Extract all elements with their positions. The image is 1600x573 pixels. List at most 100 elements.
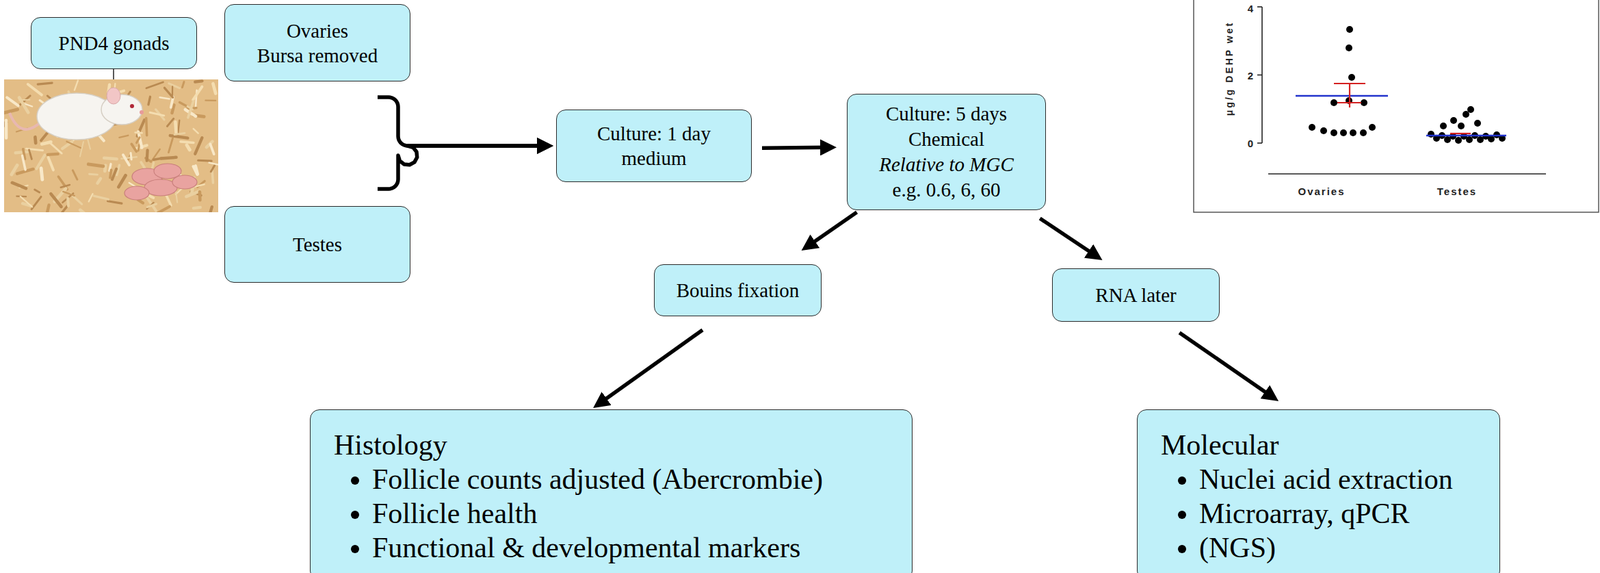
- wood-shaving: [149, 112, 165, 116]
- wood-shaving: [110, 169, 112, 178]
- wood-shaving: [160, 157, 176, 159]
- mouse-tail: [9, 112, 42, 130]
- wood-shaving: [103, 158, 117, 160]
- wood-shaving: [198, 159, 212, 163]
- box-heading: Molecular: [1160, 427, 1486, 462]
- wood-shaving: [145, 118, 149, 136]
- wood-shaving: [28, 149, 32, 160]
- wood-shaving: [198, 191, 202, 200]
- connector-arrow: [599, 329, 703, 403]
- wood-shaving: [212, 83, 216, 94]
- wood-shaving: [41, 168, 43, 180]
- connector-arrow: [377, 145, 546, 189]
- x-axis: [1268, 173, 1546, 175]
- wood-shaving: [97, 178, 101, 184]
- wood-shaving: [175, 121, 176, 134]
- bullet-item: Nuclei acid extraction: [1199, 461, 1486, 496]
- bullet-list: Follicle counts adjusted (Abercrombie)Fo…: [333, 461, 899, 565]
- mouse-nose: [139, 110, 144, 115]
- bedding: [4, 79, 219, 213]
- wood-shaving: [107, 201, 122, 204]
- wood-shaving: [168, 83, 180, 89]
- bullet-item: Functional & developmental markers: [372, 530, 899, 565]
- wood-shaving: [168, 138, 173, 153]
- bullet-list: Nuclei acid extractionMicroarray, qPCR(N…: [1160, 461, 1486, 565]
- connector-arrow: [1039, 218, 1096, 256]
- wood-shaving: [72, 170, 77, 180]
- box-text: RNA later: [1095, 282, 1176, 308]
- tick-label: 2: [1247, 69, 1254, 81]
- wood-shaving: [80, 141, 84, 157]
- error-cap: [1333, 82, 1366, 85]
- box-text: Culture: 1 day: [597, 121, 711, 146]
- tissue-box: Testes: [224, 205, 411, 283]
- error-bar: [1348, 83, 1351, 108]
- wood-shaving: [153, 158, 163, 160]
- wood-shaving: [140, 162, 145, 169]
- wood-shaving: [146, 82, 163, 89]
- wood-shaving: [131, 143, 137, 152]
- wood-shaving: [22, 155, 26, 170]
- wood-shaving: [187, 106, 193, 110]
- median-line: [1337, 101, 1362, 104]
- box-text: Testes: [292, 231, 343, 257]
- wood-shaving: [180, 141, 194, 143]
- wood-shaving: [62, 191, 74, 196]
- wood-shaving: [135, 131, 143, 134]
- dot-plot-inset: [1193, 0, 1599, 213]
- mouse-photo: [4, 79, 219, 213]
- wood-shaving: [50, 193, 61, 207]
- wood-shaving: [88, 164, 103, 167]
- wood-shaving: [188, 101, 194, 118]
- tick: [1257, 74, 1263, 76]
- tick-label: 0: [1247, 137, 1254, 150]
- wood-shaving: [41, 131, 48, 141]
- bullet-item: Follicle health: [372, 495, 899, 531]
- wood-shaving: [12, 182, 26, 189]
- category-label: Ovaries: [1297, 185, 1345, 198]
- wood-shaving: [210, 143, 214, 154]
- box-text: Culture: 5 days: [885, 101, 1007, 127]
- wood-shaving: [210, 165, 215, 172]
- wood-shaving: [47, 204, 50, 213]
- connector-arrow: [377, 97, 546, 146]
- axis-title: μg/g DEHP wet: [1223, 21, 1235, 116]
- box-heading: Histology: [333, 427, 899, 462]
- wood-shaving: [37, 82, 52, 85]
- wood-shaving: [6, 97, 19, 106]
- wood-shaving: [147, 203, 156, 208]
- wood-shaving: [209, 162, 219, 167]
- wood-shaving: [119, 135, 128, 138]
- wood-shaving: [20, 196, 33, 207]
- mouse-pup: [124, 186, 150, 200]
- mouse-pup: [172, 175, 198, 189]
- output-box: HistologyFollicle counts adjusted (Aberc…: [309, 409, 913, 573]
- bullet-item: Microarray, qPCR: [1199, 495, 1486, 531]
- wood-shaving: [19, 97, 29, 113]
- wood-shaving: [136, 137, 140, 143]
- category-label: Testes: [1437, 185, 1477, 198]
- wood-shaving: [33, 136, 38, 143]
- wood-shaving: [31, 196, 42, 209]
- wood-shaving: [192, 86, 202, 100]
- wood-shaving: [195, 165, 198, 174]
- wood-shaving: [158, 206, 170, 213]
- wood-shaving: [112, 168, 117, 180]
- median-line: [1450, 132, 1471, 135]
- wood-shaving: [88, 193, 94, 202]
- wood-shaving: [130, 153, 132, 160]
- leader-line: [112, 69, 115, 80]
- wood-shaving: [118, 175, 126, 187]
- wood-shaving: [194, 137, 202, 154]
- tick-label: 4: [1247, 2, 1254, 15]
- wood-shaving: [48, 157, 54, 170]
- process-box: Culture: 5 daysChemicalRelative to MGCe.…: [846, 93, 1046, 211]
- connector-arrow: [1179, 332, 1272, 397]
- wood-shaving: [50, 142, 62, 154]
- wood-shaving: [74, 80, 78, 91]
- bullet-item: Follicle counts adjusted (Abercrombie): [372, 461, 899, 496]
- mean-line: [1426, 134, 1507, 137]
- process-box: RNA later: [1052, 268, 1220, 322]
- wood-shaving: [186, 145, 190, 150]
